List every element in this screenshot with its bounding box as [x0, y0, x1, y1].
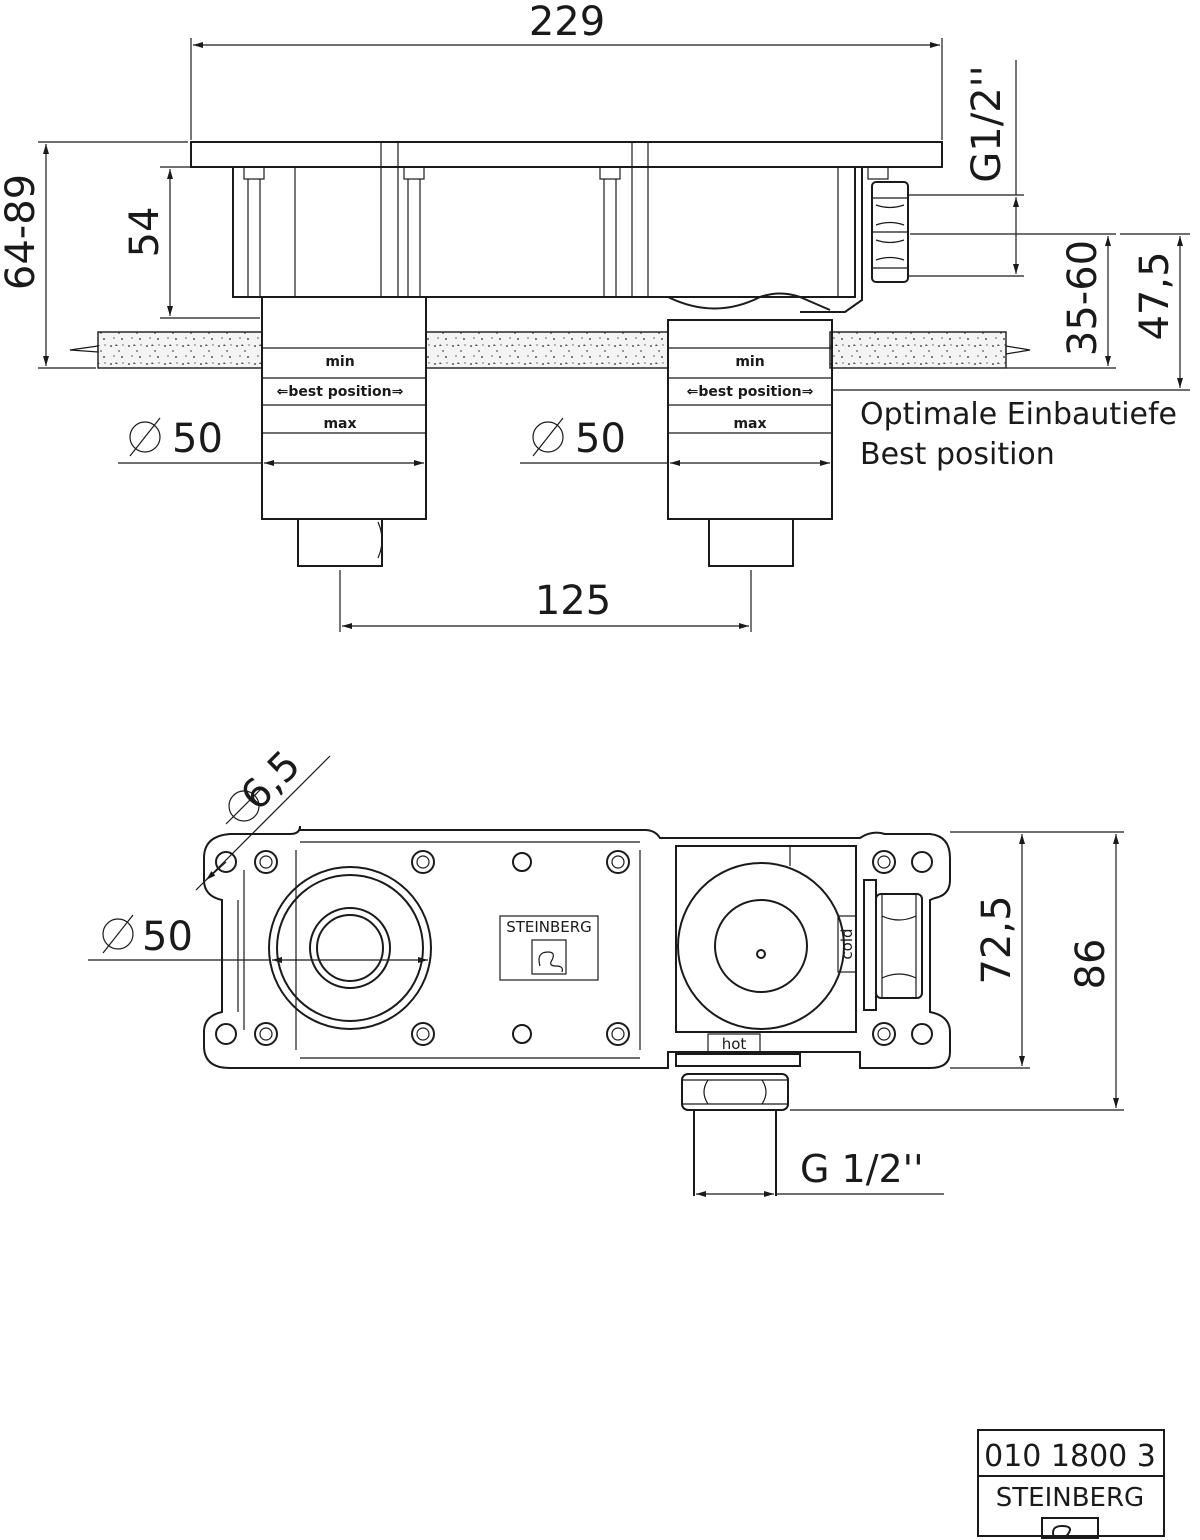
dimension-g12-side-label: G1/2'' [964, 65, 1010, 182]
dimension-g12-bottom-label: G 1/2'' [800, 1147, 924, 1191]
note-optimale-einbautiefe: Optimale Einbautiefe [860, 397, 1177, 432]
right-sleeve: min ⇐best position⇒ max [667, 319, 833, 567]
front-side-fitting [863, 879, 923, 1011]
dimension-125-label: 125 [535, 578, 611, 624]
outlet-port [268, 866, 432, 1030]
dimension-center-distance: 125 [339, 570, 752, 632]
dimension-width-total: 229 [190, 0, 943, 140]
dimension-47-5-label: 47,5 [1132, 251, 1178, 340]
dimension-54-label: 54 [122, 207, 168, 258]
mixer-valve: cold hot [675, 845, 857, 1053]
left-sleeve-min-label: min [325, 354, 354, 370]
dimension-outlet-50-label: 50 [142, 914, 193, 960]
dimension-diameter-right-label: 50 [575, 416, 626, 462]
dimension-left-diameter: 50 [118, 416, 424, 466]
front-brand-logo-icon [538, 951, 563, 973]
front-brand-label: STEINBERG [506, 918, 592, 936]
front-bottom-fitting [675, 1053, 801, 1196]
dimension-diameter-left-label: 50 [172, 416, 223, 462]
side-thread-fitting [871, 181, 909, 283]
article-number: 010 1800 3 [984, 1439, 1156, 1474]
dimension-outlet-diameter: 50 [88, 914, 428, 963]
dimension-64-89-label: 64-89 [0, 174, 44, 290]
dimension-range: 35-60 [910, 233, 1116, 369]
dimension-side-thread: G1/2'' [908, 60, 1024, 277]
right-sleeve-min-label: min [735, 354, 764, 370]
left-sleeve-max-label: max [323, 416, 356, 432]
dimension-height-inner: 72,5 [950, 831, 1030, 1069]
mounting-plate [190, 141, 943, 168]
front-plate-inner [237, 850, 641, 1050]
dimension-body-height: 54 [122, 166, 260, 319]
left-sleeve-best-label: ⇐best position⇒ [277, 384, 404, 400]
best-position-note: Optimale Einbautiefe Best position [860, 397, 1177, 472]
valve-housing [232, 142, 889, 313]
mounting-screws [215, 850, 933, 1046]
dimension-35-60-label: 35-60 [1060, 240, 1106, 356]
dimension-right-diameter: 50 [520, 416, 830, 466]
front-view: STEINBERG cold hot [88, 742, 1124, 1197]
right-sleeve-max-label: max [733, 416, 766, 432]
front-brand-plate: STEINBERG [499, 915, 599, 981]
dimension-height-total-front: 86 [790, 831, 1124, 1111]
hot-label: hot [722, 1035, 747, 1053]
dimension-depth: 47,5 [832, 233, 1190, 391]
title-block-brand: STEINBERG [996, 1483, 1144, 1513]
brand-logo-icon [1052, 1524, 1077, 1539]
dimension-229-label: 229 [529, 0, 605, 45]
dimension-6-5-label: 6,5 [232, 742, 310, 820]
dimension-bottom-thread: G 1/2'' [696, 1147, 944, 1197]
title-block: 010 1800 3 STEINBERG [977, 1429, 1165, 1539]
right-sleeve-best-label: ⇐best position⇒ [687, 384, 814, 400]
dimension-height-total: 64-89 [0, 141, 188, 369]
dimension-86-label: 86 [1068, 939, 1114, 990]
dimension-72-5-label: 72,5 [974, 895, 1020, 984]
cold-label: cold [838, 928, 856, 959]
front-plate-outline [203, 825, 951, 1069]
note-best-position: Best position [860, 437, 1055, 472]
left-sleeve: min ⇐best position⇒ max [261, 296, 427, 567]
wall-section [69, 331, 1031, 369]
side-view: min ⇐best position⇒ max min ⇐best positi… [0, 0, 1190, 632]
